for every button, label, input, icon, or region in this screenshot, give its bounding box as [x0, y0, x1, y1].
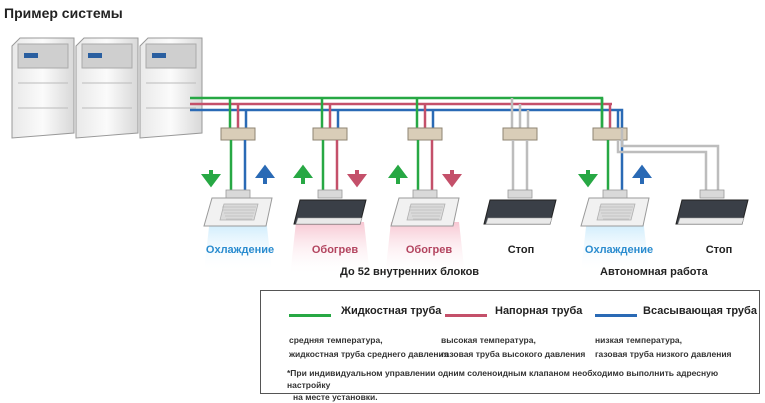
- unit-top: [225, 189, 251, 199]
- indoor-unit-label: Стоп: [705, 244, 733, 256]
- down-arrow-icon: [201, 170, 221, 188]
- discharge-desc-line2: газовая труба высокого давления: [441, 349, 586, 359]
- cassette-grille: [406, 203, 446, 221]
- unit-top: [699, 189, 725, 199]
- two-way-cassette-unit: [483, 189, 557, 225]
- heating-airflow: [290, 222, 370, 276]
- discharge-legend-label: Напорная труба: [495, 305, 583, 317]
- branch: [293, 98, 367, 193]
- unit-top: [412, 189, 438, 199]
- branch: [201, 98, 275, 193]
- two-way-cassette-unit: [293, 189, 367, 225]
- branch: [578, 98, 652, 193]
- suction-desc-line1: низкая температура,: [595, 335, 683, 345]
- discharge-desc-line1: высокая температура,: [441, 335, 536, 345]
- liquid-legend-desc: средняя температура, жидкостная труба ср…: [289, 333, 449, 361]
- discharge-legend-desc: высокая температура, газовая труба высок…: [441, 333, 585, 361]
- down-arrow-icon: [347, 170, 367, 188]
- suction-legend-desc: низкая температура, газовая труба низког…: [595, 333, 732, 361]
- indoor-unit-label: Обогрев: [405, 244, 453, 256]
- branch: [502, 98, 538, 193]
- branch-pipes: [201, 98, 720, 193]
- cassette-grille: [596, 203, 636, 221]
- outdoor-unit: [75, 37, 139, 139]
- suction-legend-line: [595, 314, 637, 317]
- cooling-airflow: [204, 218, 272, 272]
- down-arrow-icon: [442, 170, 462, 188]
- branch-box: [592, 127, 628, 141]
- autonomous-caption: Автономная работа: [600, 266, 708, 278]
- cassette-louver: [295, 217, 363, 225]
- outdoor-units: [11, 37, 203, 139]
- indoor-unit-label: Охлаждение: [584, 244, 654, 256]
- suction-main-pipe: [190, 108, 624, 128]
- legend-box: Жидкостная труба Напорная труба Всасываю…: [260, 290, 760, 402]
- down-arrow-icon: [578, 170, 598, 188]
- indoor-unit-label: Обогрев: [311, 244, 359, 256]
- suction-legend-label: Всасывающая труба: [643, 305, 757, 317]
- four-way-cassette-unit: [580, 189, 650, 227]
- unit-top: [507, 189, 533, 199]
- branch-box: [220, 127, 256, 141]
- note-line2: на месте установки.: [293, 392, 378, 402]
- branch-box: [407, 127, 443, 141]
- up-arrow-icon: [388, 164, 408, 184]
- up-arrow-icon: [293, 164, 313, 184]
- cassette-louver: [485, 217, 553, 225]
- liquid-desc-line1: средняя температура,: [289, 335, 383, 345]
- unit-top: [602, 189, 628, 199]
- branch: [388, 98, 462, 193]
- indoor-unit-label: Охлаждение: [205, 244, 275, 256]
- installation-note: *При индивидуальном управлении одним сол…: [287, 367, 727, 403]
- cooling-airflow: [581, 218, 649, 272]
- page-title: Пример системы: [4, 5, 123, 21]
- discharge-legend-line: [445, 314, 487, 317]
- unit-top: [317, 189, 343, 199]
- note-line1: *При индивидуальном управлении одним сол…: [287, 368, 719, 390]
- suction-desc-line2: газовая труба низкого давления: [595, 349, 732, 359]
- indoor-units: [203, 189, 749, 227]
- liquid-legend-label: Жидкостная труба: [341, 305, 442, 317]
- stop-drop: [616, 140, 708, 193]
- max-units-caption: До 52 внутренних блоков: [340, 266, 480, 278]
- heating-airflow: [385, 222, 465, 276]
- four-way-cassette-unit: [390, 189, 460, 227]
- cassette-grille: [219, 203, 259, 221]
- liquid-main-pipe: [190, 96, 604, 128]
- up-arrow-icon: [255, 164, 275, 184]
- two-way-cassette-unit: [675, 189, 749, 225]
- outdoor-unit: [11, 37, 75, 139]
- stop-drop: [620, 128, 720, 193]
- main-pipes: [190, 96, 624, 128]
- branch-box: [312, 127, 348, 141]
- liquid-desc-line2: жидкостная труба среднего давления: [289, 349, 449, 359]
- four-way-cassette-unit: [203, 189, 273, 227]
- branch-box: [502, 127, 538, 141]
- indoor-unit-label: Стоп: [507, 244, 535, 256]
- outdoor-unit: [139, 37, 203, 139]
- up-arrow-icon: [632, 164, 652, 184]
- cassette-louver: [677, 217, 745, 225]
- branch: [616, 128, 720, 193]
- liquid-legend-line: [289, 314, 331, 317]
